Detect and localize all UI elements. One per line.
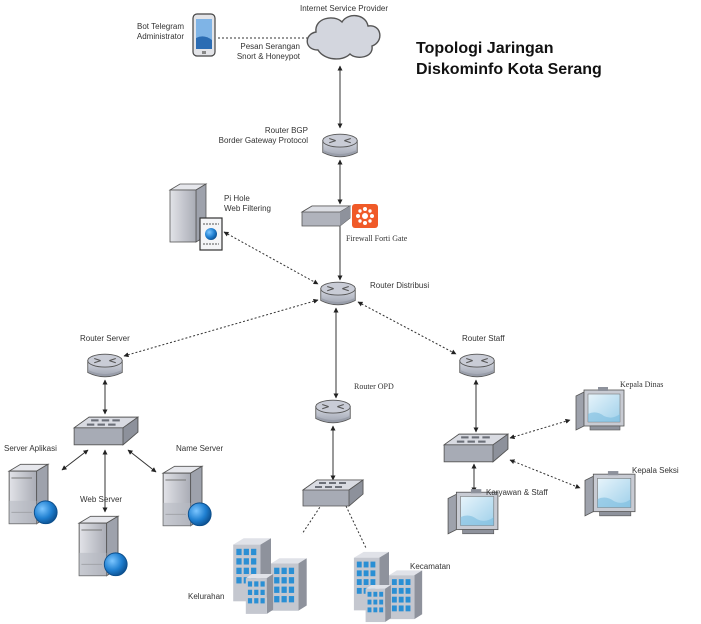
- kepala-seksi-monitor-icon: [584, 470, 636, 517]
- switch-staff-icon: [443, 433, 509, 463]
- attack-message-line2: Snort & Honeypot: [236, 52, 300, 61]
- diagram-title: Topologi Jaringan Diskominfo Kota Serang: [416, 38, 602, 80]
- telegram-label-line1: Bot Telegram: [137, 22, 184, 31]
- link-switch-aplikasi: [61, 449, 89, 471]
- pihole-server-icon: [168, 183, 223, 251]
- router-staff-icon: [459, 353, 495, 378]
- isp-label: Internet Service Provider: [300, 4, 389, 13]
- router-opd-icon: [315, 399, 351, 424]
- pihole-label-line1: Pi Hole: [224, 194, 250, 203]
- title-line-2: Diskominfo Kota Serang: [416, 61, 602, 78]
- server-aplikasi-icon: [8, 463, 58, 525]
- kelurahan-building-icon: [233, 538, 307, 614]
- router-bgp-label-line2: Border Gateway Protocol: [218, 136, 308, 145]
- firewall-icon: [300, 204, 378, 228]
- title-line-1: Topologi Jaringan: [416, 40, 554, 57]
- link-switch-kasi: [509, 459, 581, 489]
- name-server-label: Name Server: [176, 444, 224, 453]
- router-bgp-label-line1: Router BGP: [264, 126, 308, 135]
- link-pihole-distribusi: [223, 231, 319, 285]
- telegram-label-line2: Administrator: [136, 32, 184, 41]
- kecamatan-label: Kecamatan: [410, 562, 451, 571]
- attack-message-line1: Pesan Serangan: [240, 42, 300, 51]
- pihole-label-line2: Web Filtering: [224, 204, 271, 213]
- pihole-label: Pi Hole Web Filtering: [224, 194, 271, 214]
- firewall-label: Firewall Forti Gate: [346, 234, 408, 243]
- kepala-dinas-label: Kepala Dinas: [620, 380, 664, 389]
- server-aplikasi-label: Server Aplikasi: [4, 444, 57, 453]
- connections: [61, 37, 581, 549]
- web-server-icon: [78, 515, 128, 577]
- switch-server-icon: [73, 416, 139, 446]
- cloud-icon: [306, 15, 381, 60]
- karyawan-staff-label: Karyawan & Staff: [486, 488, 548, 497]
- router-bgp-icon: [322, 133, 358, 158]
- router-opd-label: Router OPD: [354, 382, 394, 391]
- router-distribusi-icon: [320, 281, 356, 306]
- telegram-label: Bot Telegram Administrator: [120, 22, 184, 42]
- kelurahan-label: Kelurahan: [188, 592, 225, 601]
- router-bgp-label: Router BGP Border Gateway Protocol: [204, 126, 308, 146]
- link-switch-kecamatan: [345, 505, 367, 549]
- link-distribusi-server: [123, 298, 319, 358]
- link-distribusi-staff: [357, 301, 457, 355]
- router-staff-label: Router Staff: [462, 334, 505, 343]
- tablet-icon: [192, 13, 216, 57]
- router-server-label: Router Server: [80, 334, 130, 343]
- web-server-label: Web Server: [80, 495, 123, 504]
- kepala-dinas-monitor-icon: [575, 386, 625, 431]
- switch-opd-icon: [302, 479, 364, 507]
- link-switch-name: [127, 449, 157, 473]
- kepala-seksi-label: Kepala Seksi: [632, 466, 679, 475]
- attack-message-label: Pesan Serangan Snort & Honeypot: [226, 42, 300, 62]
- router-distribusi-label: Router Distribusi: [370, 281, 430, 290]
- link-switch-kadis: [509, 418, 571, 440]
- name-server-icon: [162, 465, 212, 527]
- router-server-icon: [87, 353, 123, 378]
- link-switch-kelurahan: [301, 503, 323, 535]
